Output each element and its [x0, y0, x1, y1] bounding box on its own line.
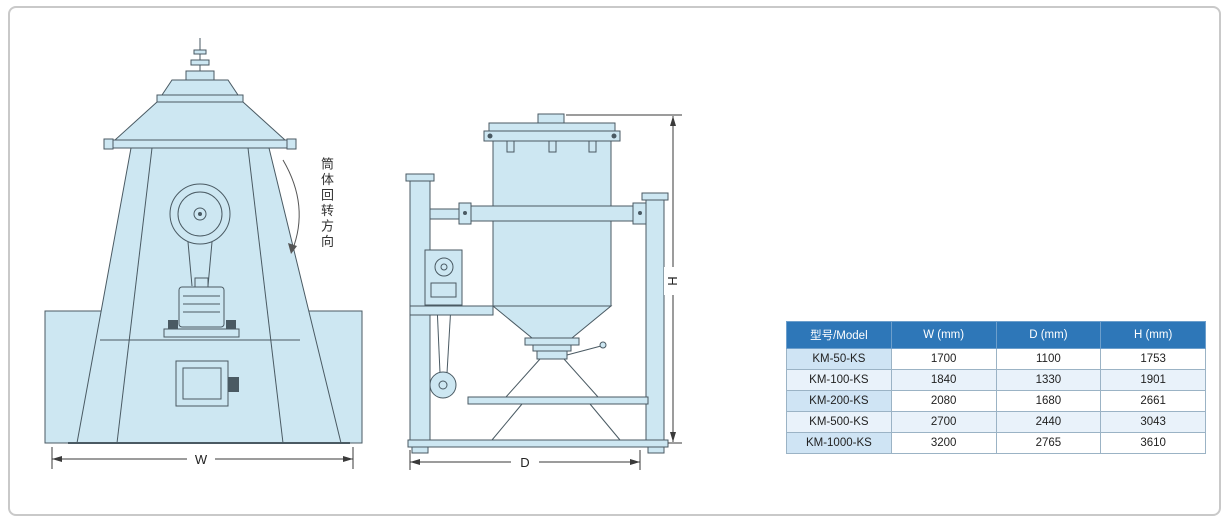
value-cell: 3200: [890, 432, 997, 454]
panel-border: [8, 6, 1221, 516]
value-cell: 1753: [1100, 348, 1206, 370]
spec-col-header: W (mm): [890, 321, 997, 349]
spec-col-header: H (mm): [1100, 321, 1206, 349]
model-cell: KM-200-KS: [786, 390, 892, 412]
value-cell: 2440: [995, 411, 1102, 433]
depth-dim-label: D: [520, 455, 529, 470]
value-cell: 1330: [995, 369, 1102, 391]
height-dim-label: H: [665, 276, 680, 285]
value-cell: 1100: [995, 348, 1102, 370]
model-cell: KM-1000-KS: [786, 432, 892, 454]
spec-col-header: D (mm): [995, 321, 1102, 349]
value-cell: 1700: [890, 348, 997, 370]
value-cell: 2765: [995, 432, 1102, 454]
value-cell: 3610: [1100, 432, 1206, 454]
spec-col-header: 型号/Model: [786, 321, 892, 349]
value-cell: 1840: [890, 369, 997, 391]
value-cell: 2080: [890, 390, 997, 412]
value-cell: 2661: [1100, 390, 1206, 412]
depth-dimension: D: [409, 450, 641, 470]
front-view-drawing: [44, 38, 363, 444]
value-cell: 3043: [1100, 411, 1206, 433]
width-dim-label: W: [195, 452, 208, 467]
height-dimension: H: [566, 114, 682, 444]
width-dimension: W: [51, 447, 354, 469]
value-cell: 1680: [995, 390, 1102, 412]
value-cell: 1901: [1100, 369, 1206, 391]
rotation-arrow: [282, 159, 300, 254]
model-cell: KM-100-KS: [786, 369, 892, 391]
model-cell: KM-500-KS: [786, 411, 892, 433]
side-view-drawing: [405, 113, 669, 454]
model-cell: KM-50-KS: [786, 348, 892, 370]
rotation-direction-label: 筒体回转方向: [319, 157, 334, 250]
value-cell: 2700: [890, 411, 997, 433]
